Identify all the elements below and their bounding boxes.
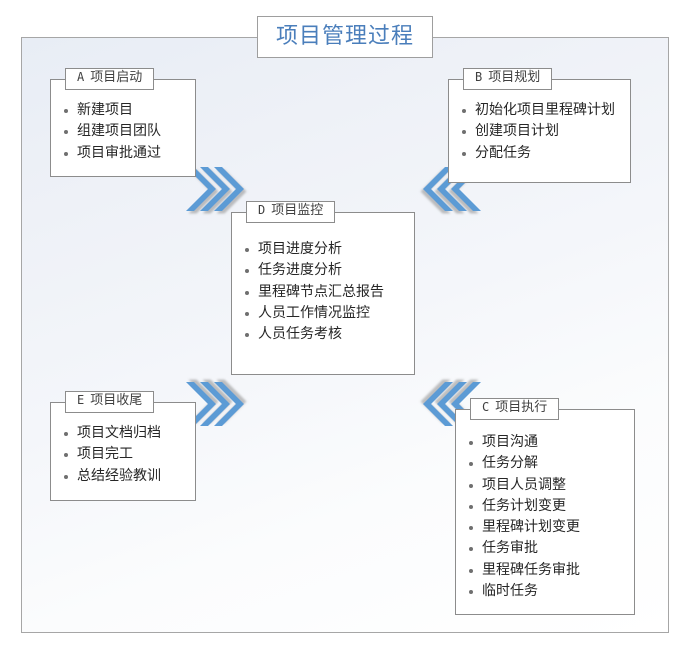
phase-box-a-name: 项目启动: [90, 70, 143, 85]
phase-box-e[interactable]: E 项目收尾 项目文档归档 项目完工 总结经验教训: [50, 391, 196, 501]
arrow-a-to-d-icon: [186, 163, 256, 227]
list-item: 人员工作情况监控: [245, 303, 408, 324]
phase-box-e-header: E 项目收尾: [65, 391, 155, 413]
phase-box-c-list: 项目沟通 任务分解 项目人员调整 任务计划变更 里程碑计划变更 任务审批 里程碑…: [456, 410, 634, 608]
phase-box-b[interactable]: B 项目规划 初始化项目里程碑计划 创建项目计划 分配任务: [448, 68, 631, 183]
list-item: 项目完工: [64, 444, 189, 465]
phase-box-c-header: C 项目执行: [470, 398, 560, 420]
phase-box-a-letter: A: [77, 70, 85, 84]
page-title-text: 项目管理过程: [275, 24, 414, 49]
list-item: 总结经验教训: [64, 466, 189, 487]
phase-box-d-letter: D: [258, 203, 266, 217]
arrow-e-to-d-icon: [186, 366, 256, 430]
list-item: 初始化项目里程碑计划: [462, 100, 624, 121]
phase-box-a-header: A 项目启动: [65, 68, 155, 90]
list-item: 任务审批: [469, 538, 628, 559]
list-item: 任务分解: [469, 453, 628, 474]
phase-box-b-name: 项目规划: [488, 70, 541, 85]
list-item: 分配任务: [462, 143, 624, 164]
list-item: 项目沟通: [469, 432, 628, 453]
phase-box-e-list: 项目文档归档 项目完工 总结经验教训: [51, 403, 195, 493]
phase-box-b-letter: B: [475, 70, 483, 84]
phase-box-b-list: 初始化项目里程碑计划 创建项目计划 分配任务: [449, 80, 630, 170]
phase-box-d-name: 项目监控: [271, 203, 324, 218]
list-item: 项目进度分析: [245, 239, 408, 260]
phase-box-e-letter: E: [77, 393, 85, 407]
phase-box-d-list: 项目进度分析 任务进度分析 里程碑节点汇总报告 人员工作情况监控 人员任务考核: [232, 213, 414, 351]
list-item: 临时任务: [469, 581, 628, 602]
phase-box-e-name: 项目收尾: [90, 393, 143, 408]
list-item: 项目文档归档: [64, 423, 189, 444]
list-item: 任务进度分析: [245, 260, 408, 281]
phase-box-a[interactable]: A 项目启动 新建项目 组建项目团队 项目审批通过: [50, 68, 196, 177]
phase-box-b-header: B 项目规划: [463, 68, 553, 90]
list-item: 项目审批通过: [64, 143, 189, 164]
list-item: 组建项目团队: [64, 121, 189, 142]
list-item: 里程碑任务审批: [469, 560, 628, 581]
page-title: 项目管理过程: [257, 16, 433, 58]
list-item: 人员任务考核: [245, 324, 408, 345]
list-item: 里程碑计划变更: [469, 517, 628, 538]
list-item: 项目人员调整: [469, 475, 628, 496]
list-item: 里程碑节点汇总报告: [245, 282, 408, 303]
phase-box-d-header: D 项目监控: [246, 201, 336, 223]
phase-box-c-letter: C: [482, 400, 490, 414]
phase-box-c[interactable]: C 项目执行 项目沟通 任务分解 项目人员调整 任务计划变更 里程碑计划变更 任务…: [455, 398, 635, 615]
phase-box-c-name: 项目执行: [495, 400, 548, 415]
list-item: 创建项目计划: [462, 121, 624, 142]
list-item: 任务计划变更: [469, 496, 628, 517]
phase-box-d[interactable]: D 项目监控 项目进度分析 任务进度分析 里程碑节点汇总报告 人员工作情况监控 人…: [231, 201, 415, 375]
phase-box-a-list: 新建项目 组建项目团队 项目审批通过: [51, 80, 195, 170]
list-item: 新建项目: [64, 100, 189, 121]
